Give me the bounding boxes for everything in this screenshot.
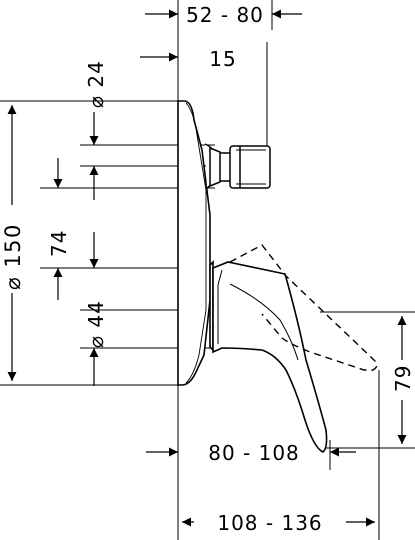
dim-label-diam-24: ⌀ 24 — [84, 60, 108, 108]
label-bg-150 — [0, 205, 24, 293]
dim-label-108-136: 108 - 136 — [217, 511, 322, 535]
spout-lever — [209, 260, 328, 453]
dim-label-52-80: 52 - 80 — [186, 3, 264, 27]
wall-plate-inner-edge — [185, 102, 207, 384]
lever-raised-dashed — [229, 244, 378, 371]
dim-label-15: 15 — [209, 47, 236, 71]
dim-label-74: 74 — [47, 230, 71, 257]
dim-label-80-108: 80 - 108 — [208, 441, 300, 465]
dim-label-79: 79 — [391, 365, 415, 392]
label-bg-52-80 — [180, 2, 270, 26]
dim-label-diam-150: ⌀ 150 — [1, 223, 25, 290]
diverter-knob — [204, 143, 271, 189]
dim-label-diam-44: ⌀ 44 — [84, 300, 108, 348]
label-bg-74 — [46, 215, 70, 259]
label-bg-108-136 — [194, 510, 346, 536]
label-bg-79 — [390, 360, 415, 400]
